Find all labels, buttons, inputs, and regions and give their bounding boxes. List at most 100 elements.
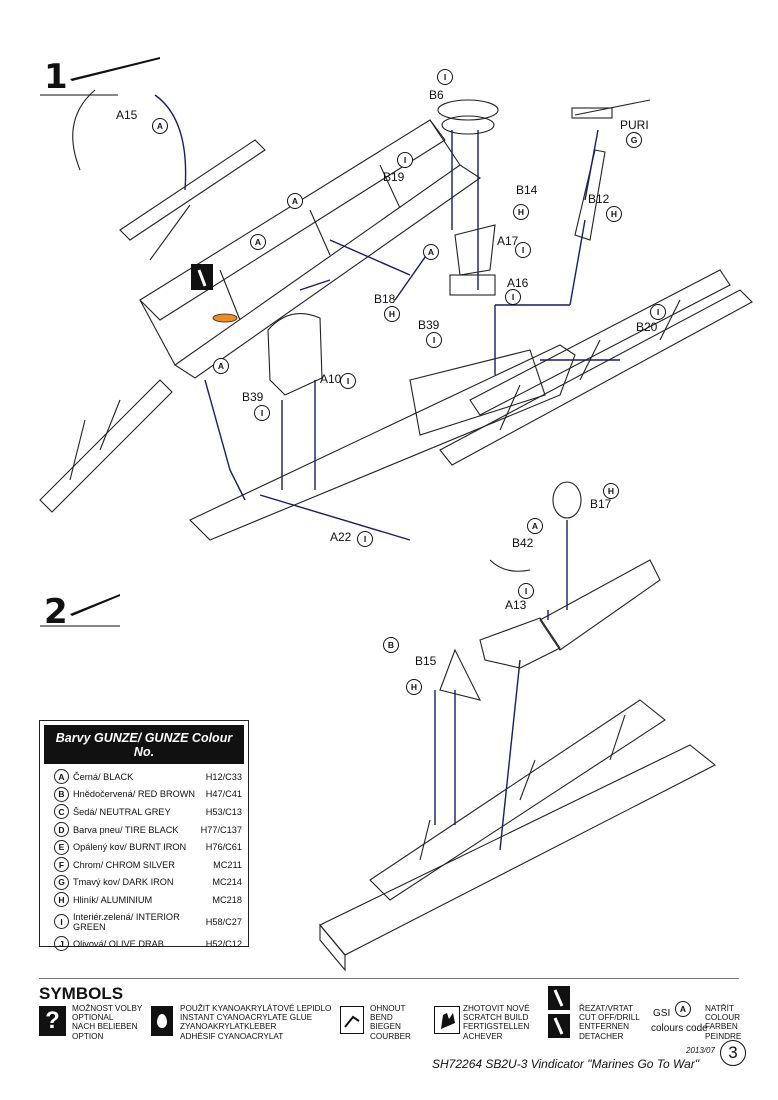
step-2-marker: 2 (40, 592, 160, 632)
callout-puri: G (626, 132, 642, 148)
legend-letter: F (54, 857, 69, 873)
optional-icon: ? (39, 1006, 66, 1036)
legend-code: MC214 (212, 877, 242, 888)
legend-letter: E (54, 839, 69, 855)
legend-row-f: F Chrom/ CHROM SILVER MC211 (40, 856, 248, 874)
symbol-cut-text: ŘEZAT/VRTAT CUT OFF/DRILL ENTFERNEN DETA… (579, 1004, 640, 1041)
glue-drop-icon (151, 1006, 173, 1036)
callout-b18-a: A (423, 244, 439, 260)
legend-letter: J (54, 936, 69, 952)
scratch-build-icon (434, 1006, 460, 1034)
callout-b18: H (384, 306, 400, 322)
legend-name: Interiér.zelená/ INTERIOR GREEN (73, 911, 180, 932)
part-b39-label-left: B39 (242, 390, 264, 404)
bend-icon (340, 1006, 364, 1034)
page-number: 3 (720, 1040, 746, 1066)
part-b39-label-top: B39 (418, 318, 440, 332)
footer-title: SH72264 SB2U-3 Vindicator "Marines Go To… (432, 1057, 700, 1071)
legend-name: Hnědočervená/ RED BROWN (73, 789, 196, 800)
part-b14-label: B14 (516, 183, 538, 197)
legend-row-b: B Hnědočervená/ RED BROWN H47/C41 (40, 786, 248, 804)
colour-legend: Barvy GUNZE/ GUNZE Colour No. A Černá/ B… (39, 720, 249, 952)
callout-a13: I (518, 583, 534, 599)
legend-code: H77/C137 (200, 824, 242, 835)
assembly-drawing (39, 89, 753, 972)
callout-b15: B (383, 637, 399, 653)
legend-row-c: C Šedá/ NEUTRAL GREY H53/C13 (40, 803, 248, 821)
legend-code: H58/C27 (205, 916, 242, 927)
callout-seat-a: A (213, 358, 229, 374)
step-2-bar (40, 594, 120, 627)
part-b15-label: B15 (415, 654, 437, 668)
step-1-marker: 1 (40, 57, 160, 97)
legend-letter: A (54, 769, 69, 785)
legend-row-a: A Černá/ BLACK H12/C33 (40, 768, 248, 786)
part-a22-label: A22 (330, 530, 352, 544)
gsi-label: GSI (653, 1008, 671, 1019)
symbol-glue-text: POUŽIT KYANOAKRYLÁTOVÉ LEPIDLO INSTANT C… (180, 1004, 332, 1041)
legend-code: MC211 (213, 859, 242, 870)
legend-letter: G (54, 874, 69, 890)
symbols-divider (39, 978, 739, 979)
legend-code: MC218 (212, 894, 242, 905)
callout-a10: I (340, 373, 356, 389)
callout-b42: A (527, 518, 543, 534)
part-a16-label: A16 (507, 276, 529, 290)
callout-a22: I (357, 531, 373, 547)
legend-letter: B (54, 786, 69, 802)
legend-name: Barva pneu/ TIRE BLACK (73, 824, 179, 835)
part-b6-label: B6 (429, 88, 444, 102)
legend-row-g: G Tmavý kov/ DARK IRON MC214 (40, 874, 248, 892)
legend-name: Černá/ BLACK (73, 771, 134, 782)
part-b12-label: B12 (588, 192, 610, 206)
symbol-optional-text: MOŽNOST VOLBY OPTIONAL NACH BELIEBEN OPT… (72, 1004, 143, 1041)
part-b20-label: B20 (636, 320, 658, 334)
legend-title: Barvy GUNZE/ GUNZE Colour No. (44, 725, 244, 764)
legend-name: Chrom/ CHROM SILVER (73, 859, 175, 870)
legend-name: Šedá/ NEUTRAL GREY (73, 806, 171, 817)
legend-row-e: E Opálený kov/ BURNT IRON H76/C61 (40, 838, 248, 856)
callout-b6: I (437, 69, 453, 85)
part-b17-label: B17 (590, 497, 612, 511)
symbols-title: SYMBOLS (39, 984, 124, 1003)
callout-b12: H (606, 206, 622, 222)
part-b18-label: B18 (374, 292, 396, 306)
legend-row-i: I Interiér.zelená/ INTERIOR GREEN H58/C2… (40, 909, 248, 935)
callout-b20: I (650, 304, 666, 320)
step-2-number: 2 (44, 592, 68, 632)
step-1-number: 1 (44, 57, 68, 97)
legend-row-d: D Barva pneu/ TIRE BLACK H77/C137 (40, 821, 248, 839)
legend-name: Olivová/ OLIVE DRAB (73, 938, 164, 949)
legend-letter: I (54, 914, 69, 930)
callout-b15-h: H (406, 679, 422, 695)
part-b19-label: B19 (383, 170, 405, 184)
callout-a16: I (505, 289, 521, 305)
cut-icon (548, 986, 570, 1010)
legend-name: Opálený kov/ BURNT IRON (73, 842, 187, 853)
callout-frame-a-1: A (287, 193, 303, 209)
drill-icon (548, 1014, 570, 1038)
step-1-bar (40, 57, 160, 96)
legend-row-h: H Hliník/ ALUMINIUM MC218 (40, 891, 248, 909)
legend-code: H76/C61 (205, 842, 242, 853)
part-b42-label: B42 (512, 536, 534, 550)
part-a13-label: A13 (505, 598, 527, 612)
callout-b39-top: I (426, 332, 442, 348)
callout-frame-a-2: A (250, 234, 266, 250)
callout-b17: H (603, 483, 619, 499)
callout-a15: A (152, 118, 168, 134)
legend-code: H47/C41 (205, 789, 242, 800)
gsi-colour-callout: A (675, 1001, 691, 1017)
legend-letter: C (54, 804, 69, 820)
legend-code: H12/C33 (205, 771, 242, 782)
part-puri-label: PURI (620, 118, 649, 132)
symbol-bend-text: OHNOUT BEND BIEGEN COURBER (370, 1004, 411, 1041)
callout-b39-left: I (254, 405, 270, 421)
symbol-paint-text: NATŘÍT COLOUR FARBEN PEINDRE (705, 1004, 742, 1041)
symbol-scratch-text: ZHOTOVIT NOVÉ SCRATCH BUILD FERTIGSTELLE… (463, 1004, 530, 1041)
gsi-sub-label: colours code (651, 1023, 708, 1034)
legend-code: H52/C12 (205, 938, 242, 949)
part-a15-label: A15 (116, 108, 138, 122)
legend-letter: H (54, 892, 69, 908)
legend-letter: D (54, 822, 69, 838)
